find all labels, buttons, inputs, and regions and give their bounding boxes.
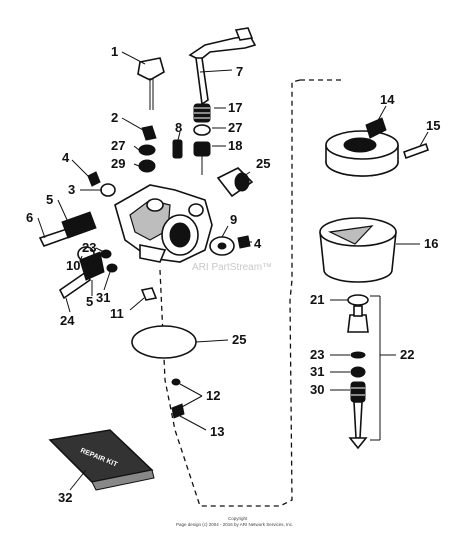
callout-14[interactable]: 14 (380, 92, 395, 107)
main-jet-30[interactable] (348, 381, 368, 450)
leader-lines (37, 51, 429, 491)
callout-27b[interactable]: 27 (228, 120, 242, 135)
float-assembly[interactable] (325, 117, 399, 177)
callout-11[interactable]: 11 (110, 306, 124, 321)
callout-29[interactable]: 29 (111, 156, 125, 171)
idle-adjust-screw[interactable] (58, 251, 105, 300)
washer-31a[interactable] (106, 263, 118, 273)
repair-kit-pack[interactable]: REPAIR KIT (48, 429, 155, 491)
callout-32[interactable]: 32 (58, 490, 72, 505)
callout-27a[interactable]: 27 (111, 138, 125, 153)
callout-23b[interactable]: 23 (310, 347, 324, 362)
callout-31a[interactable]: 31 (96, 290, 110, 305)
callout-18[interactable]: 18 (228, 138, 242, 153)
callout-13[interactable]: 13 (210, 424, 224, 439)
idle-screw[interactable] (193, 141, 211, 175)
callout-1[interactable]: 1 (111, 44, 118, 59)
callout-21[interactable]: 21 (310, 292, 324, 307)
callout-22[interactable]: 22 (400, 347, 414, 362)
plug-3[interactable] (100, 183, 116, 197)
callout-labels: 1 2 3 4 4 5 5 6 7 8 9 10 11 12 13 14 15 … (26, 44, 440, 505)
callout-25a[interactable]: 25 (256, 156, 270, 171)
callout-12[interactable]: 12 (206, 388, 220, 403)
callout-16[interactable]: 16 (424, 236, 438, 251)
bushing-4a[interactable] (87, 171, 101, 187)
seat-11[interactable] (140, 287, 158, 301)
callout-4b[interactable]: 4 (254, 236, 262, 251)
washer-27a[interactable] (138, 144, 156, 156)
callout-25b[interactable]: 25 (232, 332, 246, 347)
bowl-washer-21[interactable] (347, 294, 369, 306)
spring-8[interactable] (172, 139, 183, 159)
fuel-inlet[interactable] (216, 167, 254, 198)
bowl-washer-31[interactable] (350, 366, 366, 378)
washer-29[interactable] (138, 159, 156, 173)
footer-page-design: Page design (c) 2004 - 2016 by ARI Netwo… (176, 522, 293, 527)
throttle-spring[interactable] (141, 125, 157, 141)
callout-30[interactable]: 30 (310, 382, 324, 397)
bowl-nut[interactable] (347, 305, 369, 333)
idle-spring[interactable] (193, 103, 211, 123)
callout-24[interactable]: 24 (60, 313, 75, 328)
watermark: ARI PartStream™ (192, 262, 272, 273)
callout-23a[interactable]: 23 (82, 240, 96, 255)
throttle-lever[interactable] (137, 57, 165, 110)
callout-4a[interactable]: 4 (62, 150, 70, 165)
callout-5b[interactable]: 5 (86, 294, 93, 309)
callout-7[interactable]: 7 (236, 64, 243, 79)
callout-10[interactable]: 10 (66, 258, 80, 273)
callout-2[interactable]: 2 (111, 110, 118, 125)
bowl-gasket[interactable] (131, 325, 197, 359)
footer-copyright: Copyright (228, 516, 248, 521)
callout-5a[interactable]: 5 (46, 192, 53, 207)
callout-31b[interactable]: 31 (310, 364, 324, 379)
callout-8[interactable]: 8 (175, 120, 182, 135)
assembly-dashed-outline (159, 79, 301, 507)
callout-15[interactable]: 15 (426, 118, 440, 133)
callout-17[interactable]: 17 (228, 100, 242, 115)
callout-6[interactable]: 6 (26, 210, 33, 225)
inlet-needle[interactable] (171, 403, 185, 419)
float-hinge-pin[interactable] (402, 142, 430, 160)
washer-27b[interactable] (193, 124, 211, 136)
float-bowl[interactable] (319, 217, 397, 283)
callout-3[interactable]: 3 (68, 182, 75, 197)
diaphragm-9[interactable] (209, 236, 235, 256)
callout-9[interactable]: 9 (230, 212, 237, 227)
main-adjust-screw[interactable] (38, 211, 97, 247)
bushing-4b[interactable] (237, 235, 251, 249)
carburetor-body[interactable] (114, 184, 213, 263)
float-pin[interactable] (171, 378, 181, 386)
choke-shaft[interactable] (188, 27, 257, 106)
bowl-washer-23[interactable] (350, 351, 366, 359)
